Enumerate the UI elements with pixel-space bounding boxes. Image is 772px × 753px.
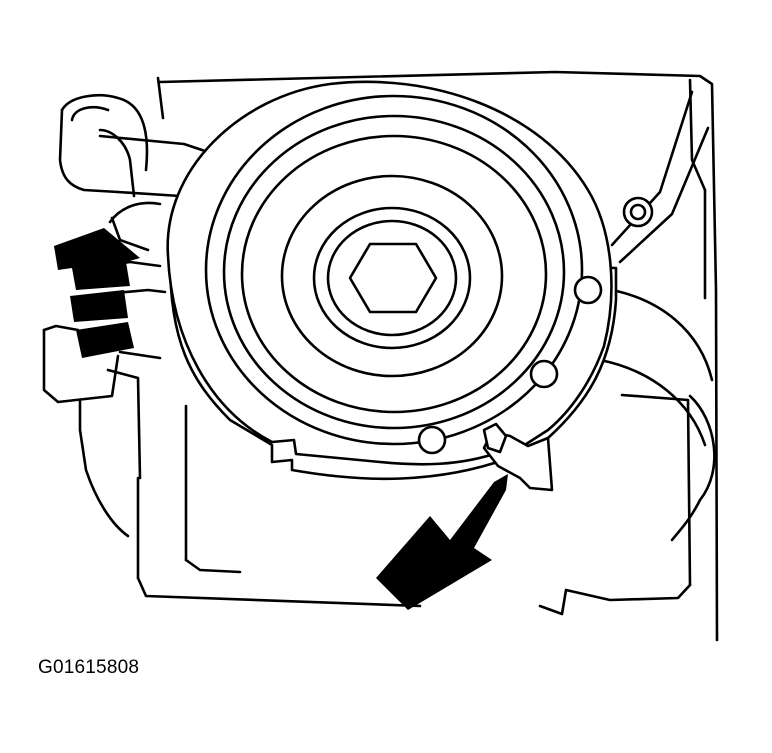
timing-mark-pointer <box>482 422 554 492</box>
figure-id-caption: G01615808 <box>38 657 140 678</box>
upward-arrow-indicator <box>54 228 140 358</box>
crankshaft-bolt <box>348 242 438 314</box>
engine-housing <box>42 70 719 642</box>
timing-mark-arrow <box>376 474 508 610</box>
pulley-hole-lower <box>417 425 447 455</box>
crankshaft-pulley <box>166 80 618 481</box>
pulley-hole-middle <box>529 359 559 389</box>
pulley-hole-upper <box>573 275 603 305</box>
